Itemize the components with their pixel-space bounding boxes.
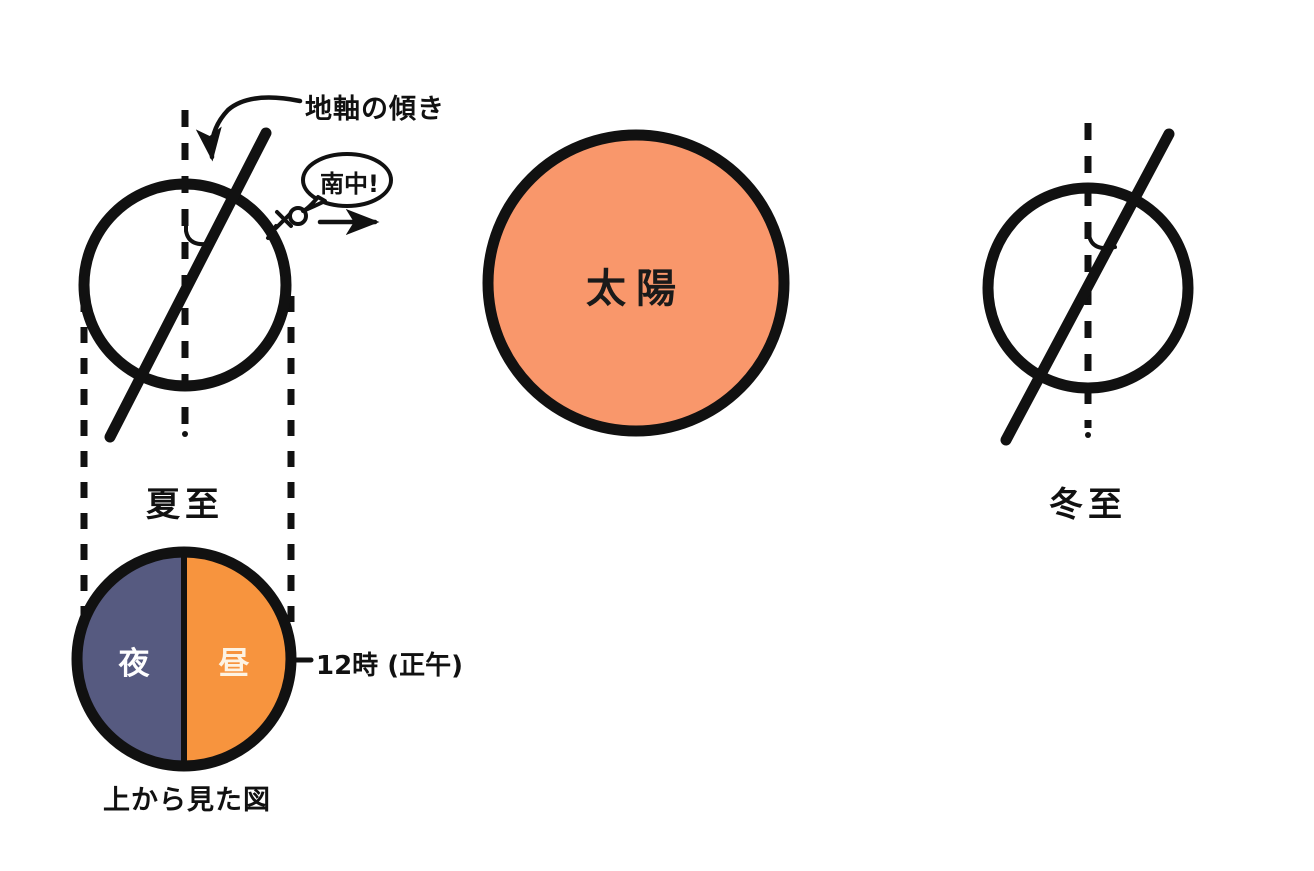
summer-solstice-group [78, 95, 393, 630]
axis-tilt-label: 地軸の傾き [305, 94, 445, 125]
observer-leg [266, 224, 278, 240]
day-label: 昼 [218, 646, 250, 682]
sun-circle [482, 129, 790, 437]
winter-solstice-group [982, 123, 1194, 446]
sun-label: 太陽 [586, 266, 686, 312]
observer-arm-upper [275, 210, 293, 228]
earth-tilted-axis-winter [1000, 128, 1175, 446]
sun-group [482, 129, 790, 437]
speech-bubble-tail [301, 195, 327, 213]
noon-time-label: 12時 (正午) [316, 651, 463, 681]
observer-stick-figure [266, 206, 308, 240]
night-label: 夜 [118, 646, 150, 682]
top-view-group [71, 546, 314, 772]
tilt-angle-arc-summer [184, 220, 214, 247]
winter-solstice-label: 冬至 [1049, 485, 1127, 525]
summer-solstice-label: 夏至 [146, 485, 224, 525]
vertical-axis-end-dot-summer [182, 431, 188, 437]
day-half [184, 552, 291, 766]
top-view-caption: 上から見た図 [103, 785, 271, 816]
night-half [77, 552, 184, 766]
speech-bubble [301, 152, 393, 213]
earth-tilted-axis-summer [104, 127, 272, 443]
axis-tilt-callout-arrow [195, 95, 303, 162]
earth-circle-winter [982, 182, 1194, 394]
speech-bubble-label: 南中! [320, 170, 379, 198]
earth-circle-summer [78, 178, 292, 392]
speech-bubble-body [301, 152, 393, 208]
vertical-axis-end-dot-winter [1085, 432, 1091, 438]
tilt-angle-arc-winter [1087, 224, 1117, 251]
observer-body [274, 212, 292, 230]
